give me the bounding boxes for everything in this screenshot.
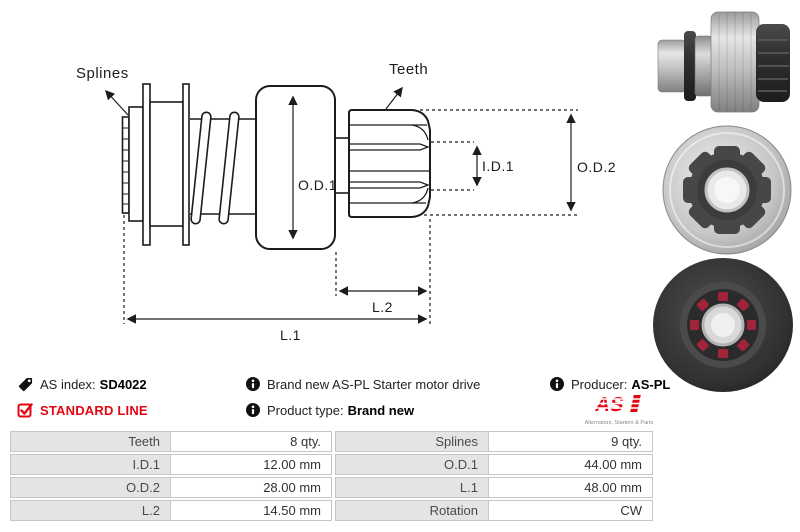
spec-table-right: Splines 9 qty. O.D.1 44.00 mm L.1 48.00 … [335, 431, 653, 521]
product-photos [653, 11, 793, 392]
id1-dimension: I.D.1 [431, 141, 514, 191]
description-item: Brand new AS-PL Starter motor drive [246, 376, 480, 392]
info-icon [246, 377, 260, 391]
table-row: Splines 9 qty. [335, 431, 653, 452]
drive-body [255, 85, 336, 250]
spec-value: 12.00 mm [170, 454, 332, 475]
table-row: I.D.1 12.00 mm [10, 454, 332, 475]
spline-shaft [121, 83, 190, 246]
product-photo-rear-view [653, 258, 793, 392]
as-index-label: AS index: [40, 376, 96, 392]
as-pl-logo: AS Alternators, Starters & Parts [584, 394, 654, 426]
splines-leader-line [105, 89, 129, 116]
product-type-value: Brand new [347, 402, 415, 418]
as-pl-logo-tagline: Alternators, Starters & Parts [584, 420, 654, 426]
spec-value: 48.00 mm [488, 477, 653, 498]
as-pl-logo-mark: AS [590, 394, 648, 416]
table-row: O.D.2 28.00 mm [10, 477, 332, 498]
table-row: O.D.1 44.00 mm [335, 454, 653, 475]
od2-dimension: O.D.2 [420, 109, 616, 216]
spec-value: 44.00 mm [488, 454, 653, 475]
l2-label: L.2 [372, 299, 393, 315]
teeth-leader-line [385, 86, 403, 110]
info-icon [246, 403, 260, 417]
checkbox-check-icon [17, 403, 33, 418]
spline-hatching [123, 127, 128, 205]
standard-line-badge: STANDARD LINE [40, 402, 148, 418]
producer-item: Producer: AS-PL [550, 376, 670, 392]
spec-label: Rotation [335, 500, 488, 521]
as-index-item: AS index: SD4022 [18, 376, 147, 392]
spec-label: O.D.1 [335, 454, 488, 475]
spec-label: Splines [335, 431, 488, 452]
producer-value: AS-PL [631, 376, 671, 392]
od2-label: O.D.2 [577, 159, 616, 175]
spec-value: 14.50 mm [170, 500, 332, 521]
tag-icon [18, 377, 33, 391]
spec-label: Teeth [10, 431, 170, 452]
producer-label: Producer: [571, 376, 628, 392]
spec-label: L.2 [10, 500, 170, 521]
teeth-callout-label: Teeth [389, 61, 428, 78]
id1-label: I.D.1 [482, 158, 514, 174]
table-row: L.2 14.50 mm [10, 500, 332, 521]
spec-label: O.D.2 [10, 477, 170, 498]
table-row: L.1 48.00 mm [335, 477, 653, 498]
standard-line-item: STANDARD LINE [17, 402, 148, 418]
spec-table-left: Teeth 8 qty. I.D.1 12.00 mm O.D.2 28.00 … [10, 431, 332, 521]
product-photo-side-view [657, 11, 790, 113]
description-text: Brand new AS-PL Starter motor drive [267, 376, 481, 392]
technical-drawing: Splines Teeth O.D.1 [76, 61, 616, 343]
info-icon [550, 377, 564, 391]
l2-dimension: L.2 [335, 219, 431, 324]
splines-callout-label: Splines [76, 65, 129, 82]
pinion-gear [348, 109, 431, 218]
table-row: Rotation CW [335, 500, 653, 521]
product-type-label: Product type: [267, 402, 344, 418]
od1-label: O.D.1 [298, 177, 337, 193]
spec-value: CW [488, 500, 653, 521]
spec-value: 9 qty. [488, 431, 653, 452]
spec-label: I.D.1 [10, 454, 170, 475]
table-row: Teeth 8 qty. [10, 431, 332, 452]
spec-value: 28.00 mm [170, 477, 332, 498]
product-type-item: Product type: Brand new [246, 402, 414, 418]
product-photo-front-view [662, 125, 792, 255]
spec-label: L.1 [335, 477, 488, 498]
spec-table: Teeth 8 qty. I.D.1 12.00 mm O.D.2 28.00 … [10, 431, 654, 521]
spring [190, 111, 256, 225]
spec-value: 8 qty. [170, 431, 332, 452]
l1-label: L.1 [280, 327, 301, 343]
as-index-value: SD4022 [99, 376, 147, 392]
l1-dimension: L.1 [123, 215, 428, 343]
